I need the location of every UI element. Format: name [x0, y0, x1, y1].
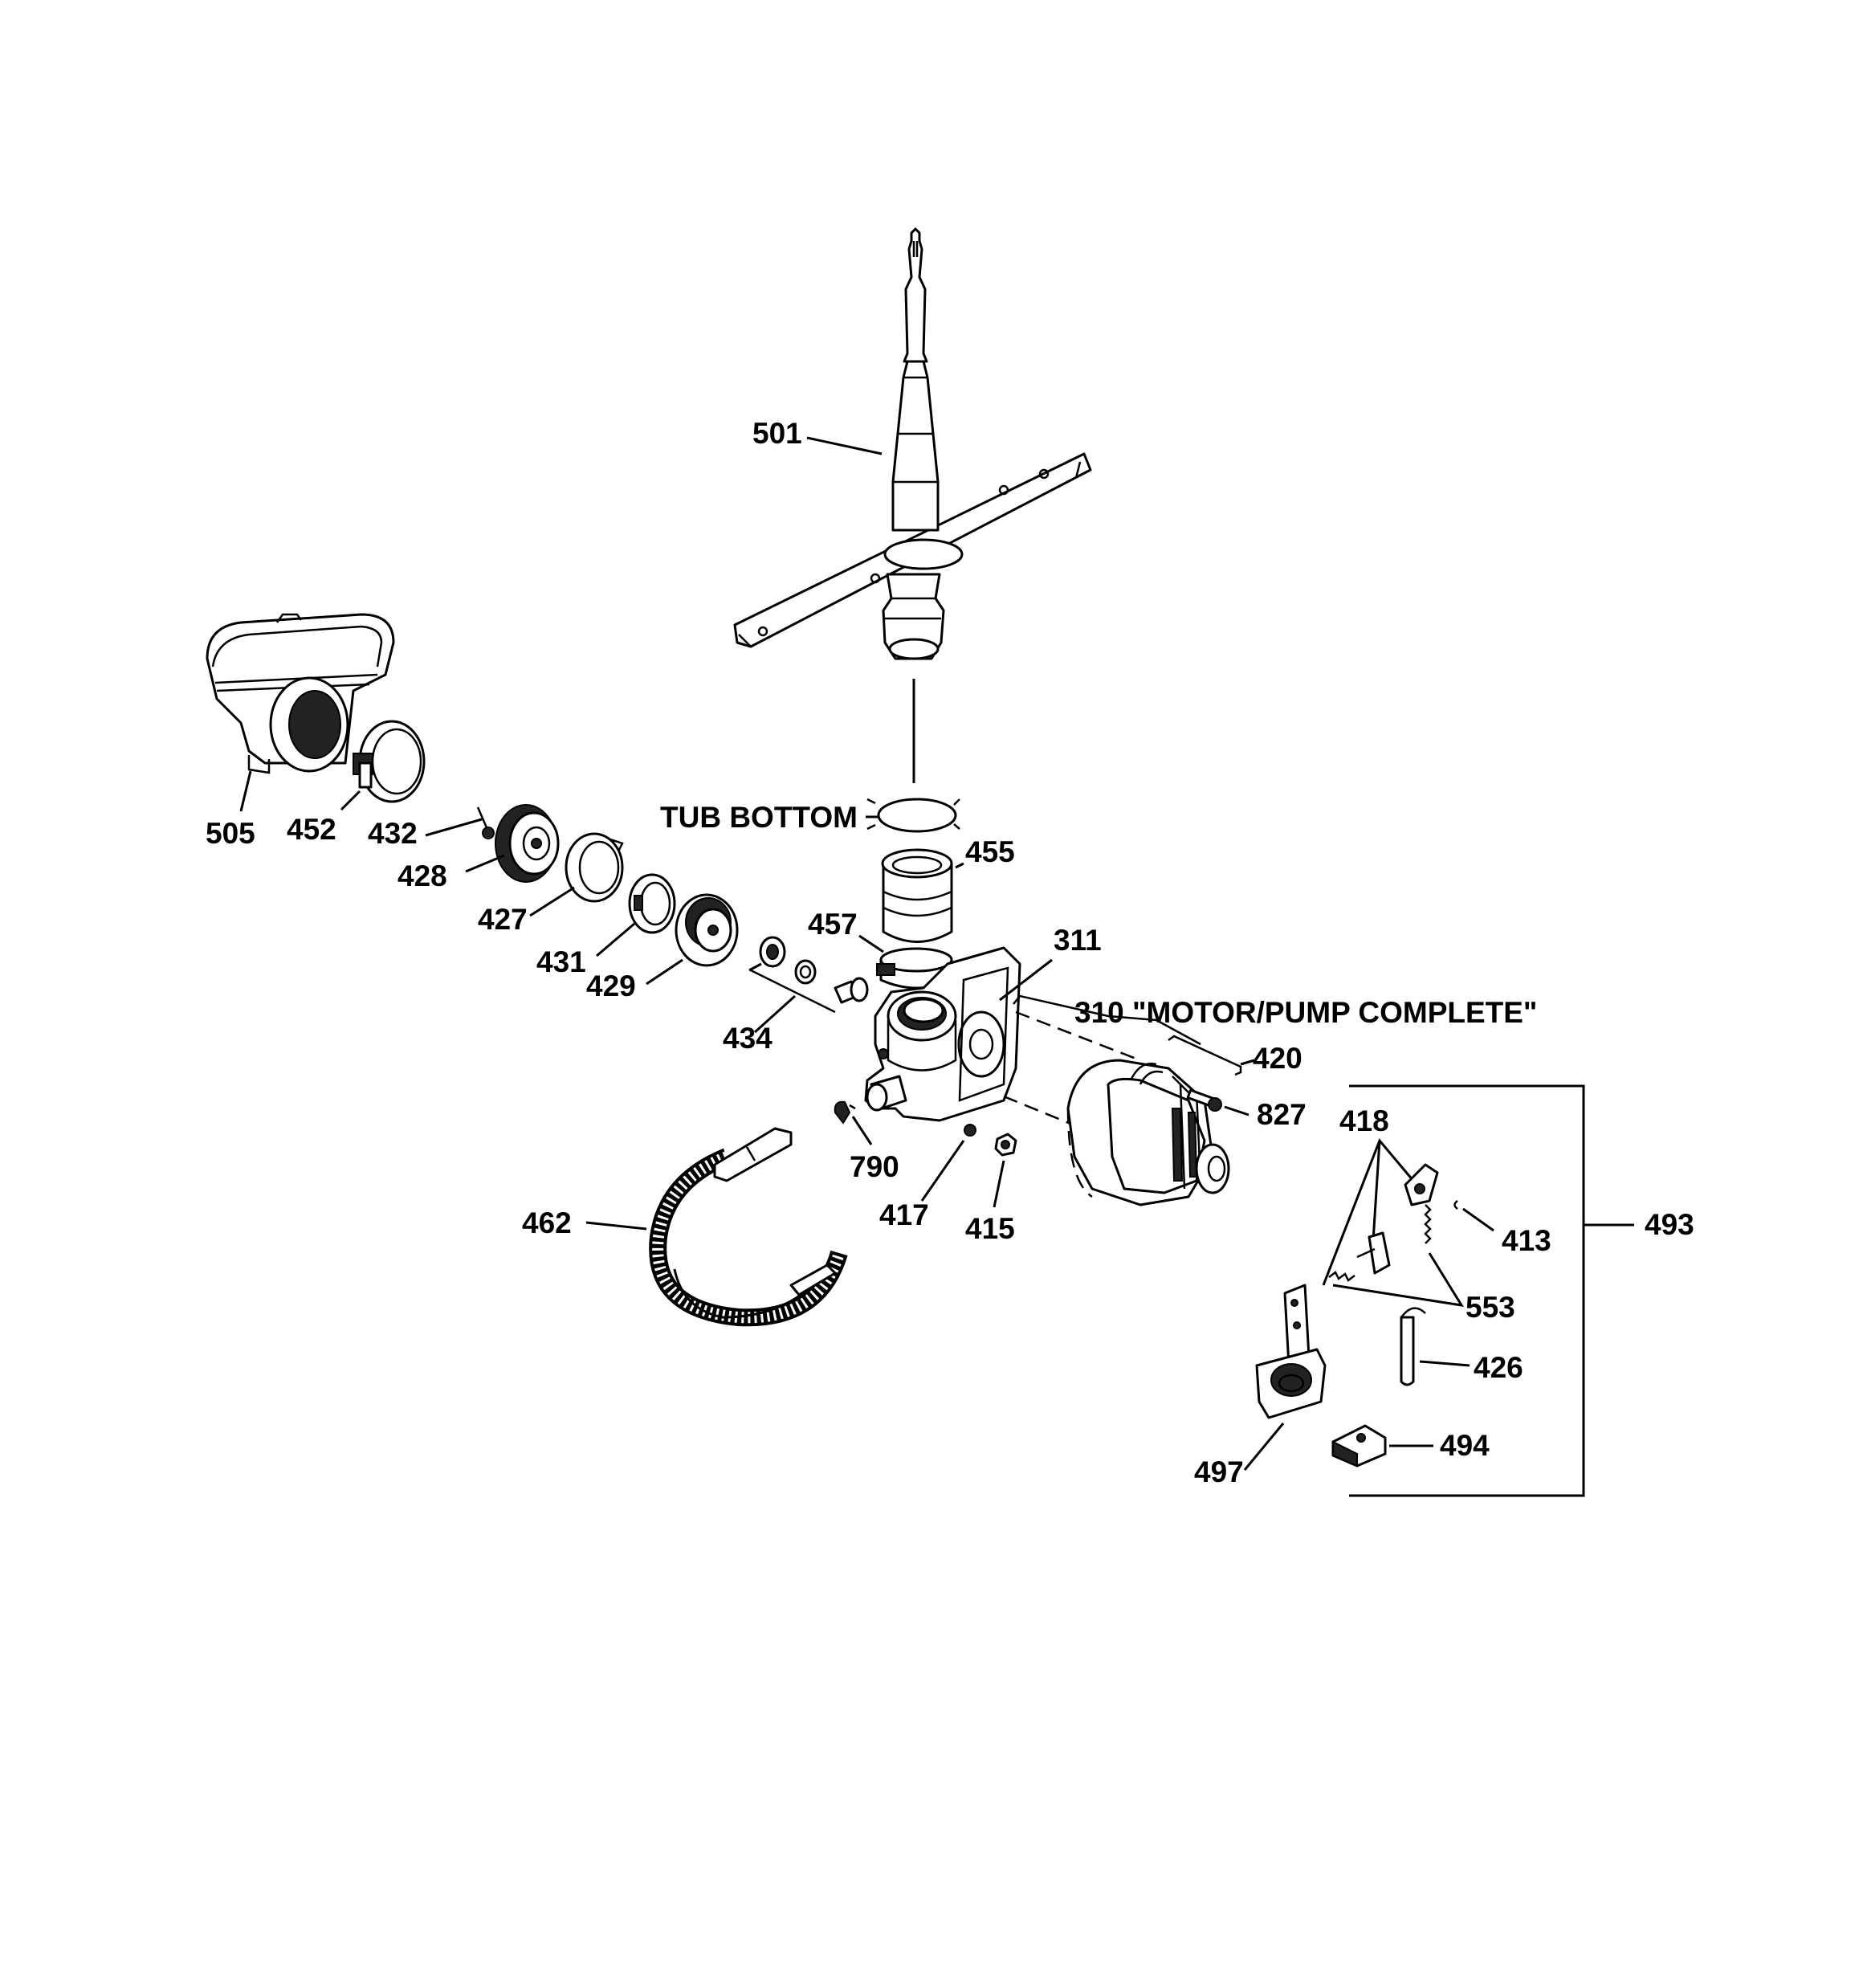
label-427: 427: [478, 903, 528, 936]
ring-431-part: [628, 873, 676, 934]
clip-790-part: [834, 1100, 856, 1125]
label-505: 505: [206, 817, 255, 850]
label-418: 418: [1339, 1104, 1389, 1137]
nut-415-part: [994, 1133, 1017, 1157]
label-310: 310: [1074, 996, 1124, 1029]
label-413: 413: [1502, 1224, 1551, 1257]
clamp-ring-part: [353, 720, 426, 803]
spray-arm-part: [733, 227, 1092, 660]
pin-426-part: [1400, 1307, 1426, 1386]
hose-462-part: [649, 1127, 848, 1327]
springs-553-part: [1328, 1204, 1432, 1282]
seal-set-434-part: [750, 936, 869, 1014]
label-310-title: "MOTOR/PUMP COMPLETE": [1132, 996, 1537, 1029]
label-462: 462: [522, 1206, 572, 1239]
label-426: 426: [1474, 1351, 1523, 1384]
washer-417-part: [964, 1124, 976, 1137]
tub-bottom-seal: [877, 798, 957, 833]
bracket-497-part: [1255, 1284, 1327, 1419]
label-311: 311: [1054, 924, 1102, 957]
wire-420-part: [1168, 1035, 1242, 1076]
label-457: 457: [808, 908, 858, 941]
label-497: 497: [1194, 1455, 1244, 1488]
leader-501: [806, 436, 883, 455]
motor-part: [1066, 1059, 1230, 1206]
label-428: 428: [397, 859, 447, 892]
label-415: 415: [965, 1212, 1015, 1245]
lever-418-part: [1356, 1163, 1439, 1275]
label-432: 432: [368, 817, 418, 850]
label-431: 431: [536, 945, 586, 978]
label-tub-bottom: TUB BOTTOM: [660, 801, 858, 834]
clip-413-part: [1453, 1199, 1458, 1210]
label-790: 790: [850, 1150, 899, 1183]
label-434: 434: [723, 1022, 773, 1055]
inlet-505-part: [206, 613, 395, 774]
label-452: 452: [287, 813, 336, 846]
block-494-part: [1331, 1424, 1387, 1468]
group-bracket-493: [1349, 1084, 1585, 1497]
sleeve-455-part: [881, 848, 953, 943]
label-417: 417: [879, 1198, 929, 1231]
label-429: 429: [586, 970, 636, 1002]
label-455: 455: [965, 835, 1015, 868]
impeller-428-part: [476, 804, 560, 883]
label-827: 827: [1257, 1098, 1307, 1131]
label-420: 420: [1253, 1042, 1302, 1075]
label-494: 494: [1440, 1429, 1490, 1462]
label-553: 553: [1466, 1291, 1515, 1324]
cover-429-part: [675, 893, 739, 967]
label-493: 493: [1645, 1208, 1694, 1241]
pump-housing-311-part: [864, 946, 1021, 1122]
label-501: 501: [752, 417, 802, 450]
screw-827-part: [1186, 1088, 1222, 1112]
ring-427-part: [565, 832, 624, 903]
bracket-310: [1013, 994, 1201, 1046]
